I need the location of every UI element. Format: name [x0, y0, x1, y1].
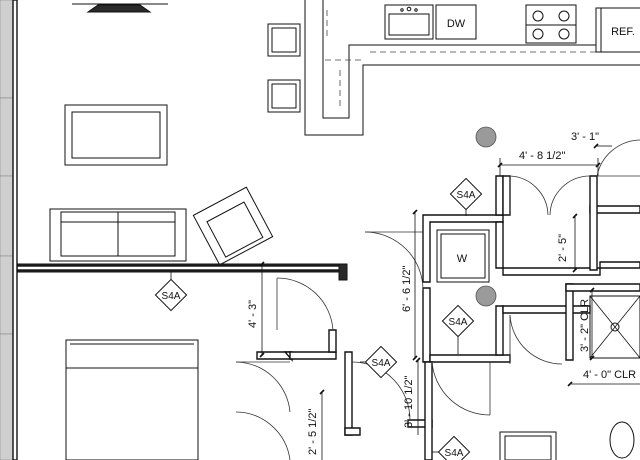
armchair [192, 186, 274, 266]
ceiling-fan [72, 3, 168, 13]
refrigerator: REF. [595, 7, 640, 53]
s4a-tag-label: S4A [457, 190, 476, 201]
dim-3ft-1in: 3' - 1" [571, 131, 599, 143]
shower [589, 295, 640, 359]
wall-lamp-mid [475, 285, 497, 307]
dim-4ft-8-half-in: 4' - 8 1/2" [519, 150, 565, 162]
dim-3ft-10-half-in: 3' - 10 1/2" [403, 375, 415, 428]
sofa [49, 208, 187, 262]
washer-label: W [457, 253, 468, 265]
s4a-tag-lower: S4A [432, 435, 471, 460]
washer: W [436, 229, 490, 283]
dim-6ft-6-half-in: 6' - 6 1/2" [401, 266, 413, 312]
s4a-tag-label: S4A [449, 317, 468, 328]
s4a-tag-corridor: S4A [360, 345, 398, 379]
wall-lamp-upper [475, 126, 497, 148]
dim-2ft-5in: 2' - 5" [557, 234, 569, 262]
dim-3ft-2in-clr: 3' - 2" CLR [579, 299, 591, 352]
s4a-tag-label: S4A [162, 291, 181, 302]
s4a-tag-laundry-mid: S4A [441, 304, 475, 354]
s4a-tag-laundry-top: S4A [449, 177, 483, 216]
s4a-tag-label: S4A [445, 448, 464, 459]
kitchen-range [525, 4, 577, 44]
dim-4ft-3in: 4' - 3" [247, 300, 259, 328]
refrigerator-label: REF. [611, 26, 635, 38]
kitchen-sink [384, 4, 434, 40]
bath-fixtures [499, 421, 635, 460]
door-swings [235, 139, 640, 460]
dishwasher: DW [435, 4, 477, 40]
dim-4ft-0in-clr: 4' - 0" CLR [583, 369, 636, 381]
bar-stools [267, 23, 301, 113]
dimension-lines [252, 143, 640, 460]
area-rug [64, 104, 168, 166]
dishwasher-label: DW [447, 18, 466, 30]
s4a-tag-label: S4A [372, 358, 391, 369]
s4a-tag-living: S4A [154, 272, 188, 312]
dim-2ft-5-half-in: 2' - 5 1/2" [307, 409, 319, 455]
